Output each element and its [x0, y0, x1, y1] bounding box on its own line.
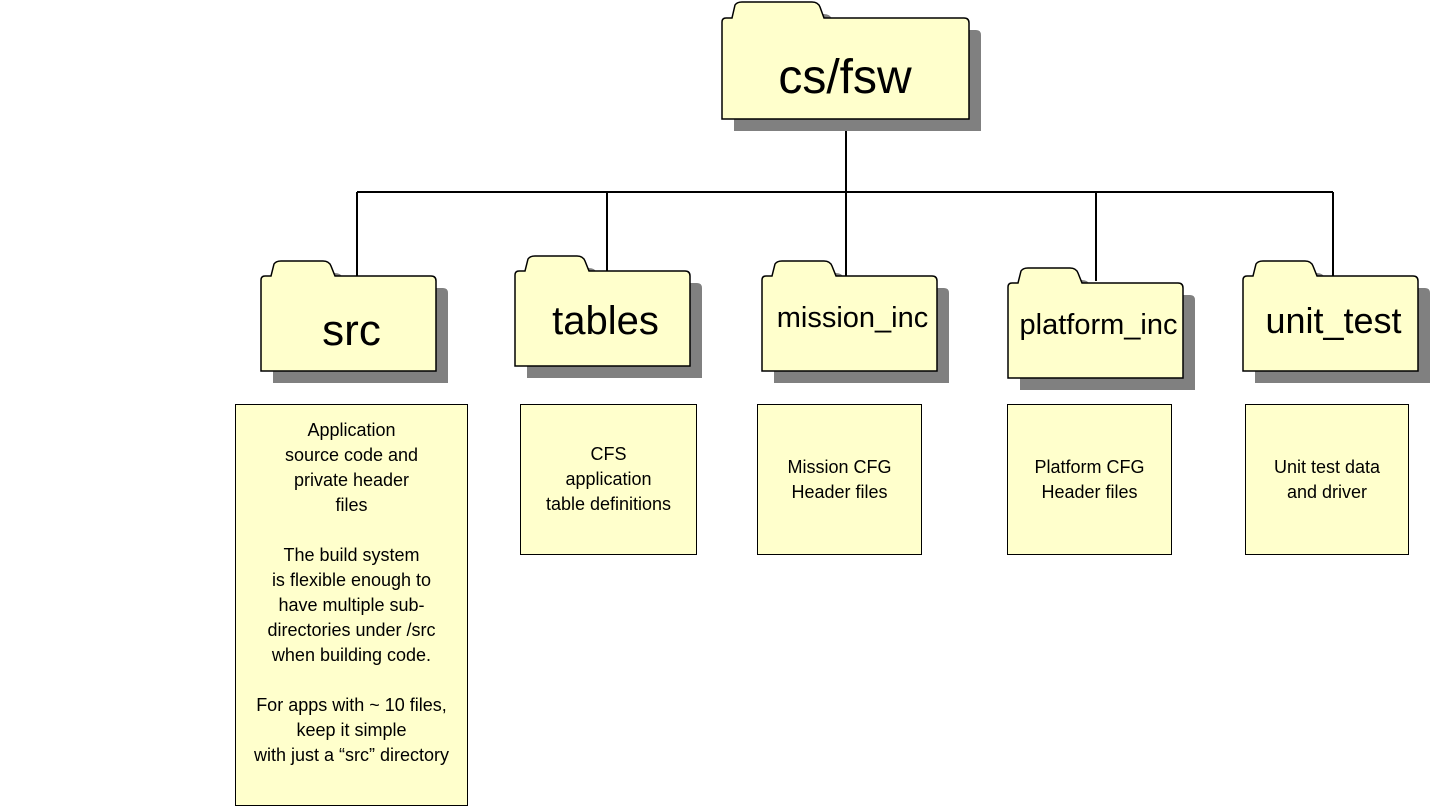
- description-text-mission-inc: Mission CFG Header files: [787, 456, 892, 502]
- description-text-src: Application source code and private head…: [253, 420, 450, 765]
- description-box-src: Application source code and private head…: [235, 404, 468, 806]
- description-text-unit-test: Unit test data and driver: [1273, 456, 1381, 502]
- description-text-platform-inc: Platform CFG Header files: [1034, 456, 1145, 502]
- folder-body: [514, 255, 691, 367]
- folder-icon-platform-inc: [1007, 267, 1195, 390]
- folder-body: [1242, 260, 1419, 372]
- description-box-unit-test: Unit test data and driver: [1245, 404, 1409, 555]
- folder-body: [761, 260, 938, 372]
- folder-icon-unit-test: [1242, 260, 1430, 383]
- tree-connectors: [356, 131, 1334, 281]
- description-box-mission-inc: Mission CFG Header files: [757, 404, 922, 555]
- folder-label-platform-inc: platform_inc: [1019, 309, 1178, 341]
- folder-label-tables: tables: [552, 299, 659, 343]
- folder-icons: [260, 1, 1430, 390]
- description-box-platform-inc: Platform CFG Header files: [1007, 404, 1172, 555]
- folder-icon-mission-inc: [761, 260, 949, 383]
- folder-body: [1007, 267, 1184, 379]
- folder-label-src: src: [322, 306, 381, 355]
- folder-label-mission-inc: mission_inc: [776, 302, 929, 334]
- description-text-tables: CFS application table definitions: [545, 444, 672, 514]
- folder-icon-tables: [514, 255, 702, 378]
- folder-body: [260, 260, 437, 372]
- folder-icon-src: [260, 260, 448, 383]
- folder-label-unit-test: unit_test: [1265, 300, 1402, 341]
- description-box-tables: CFS application table definitions: [520, 404, 697, 555]
- root-folder-label: cs/fsw: [778, 51, 912, 104]
- folder-body: [721, 1, 970, 120]
- root-folder-icon: [721, 1, 981, 131]
